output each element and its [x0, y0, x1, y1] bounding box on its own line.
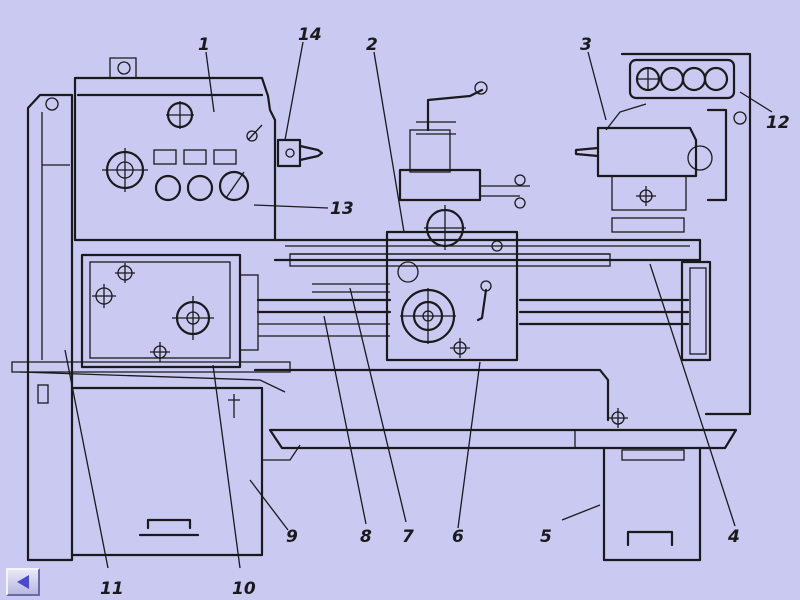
headstock: [73, 57, 277, 242]
callout-5: 5: [540, 527, 552, 547]
callouts: 1 2 3 4 5 6 7 8 9 10 11 12 13 14: [100, 25, 790, 599]
callout-14: 14: [298, 25, 322, 45]
callout-9: 9: [286, 527, 298, 547]
chip-tray: [253, 368, 738, 461]
callout-4: 4: [727, 527, 740, 547]
callout-2: 2: [366, 35, 378, 55]
tailstock: [574, 103, 713, 233]
callout-1: 1: [198, 35, 210, 55]
callout-11: 11: [100, 579, 124, 599]
callout-6: 6: [452, 527, 464, 547]
callout-10: 10: [232, 579, 256, 599]
right-column: [620, 52, 752, 416]
carriage: [385, 81, 530, 362]
spindle-chuck: [276, 138, 324, 168]
bed: [273, 238, 702, 267]
callout-12: 12: [766, 113, 790, 133]
leader-lines: [64, 41, 773, 569]
left-column: [26, 93, 74, 562]
callout-7: 7: [402, 527, 414, 547]
lead-screw: [256, 283, 690, 337]
callout-8: 8: [360, 527, 372, 547]
left-triangle-icon: [17, 575, 29, 589]
end-guard: [680, 260, 712, 362]
back-button[interactable]: [6, 568, 40, 596]
callout-13: 13: [330, 199, 354, 219]
right-pedestal: [602, 408, 702, 562]
callout-3: 3: [580, 35, 592, 55]
feed-gearbox: [80, 253, 259, 369]
left-pedestal: [11, 361, 291, 557]
